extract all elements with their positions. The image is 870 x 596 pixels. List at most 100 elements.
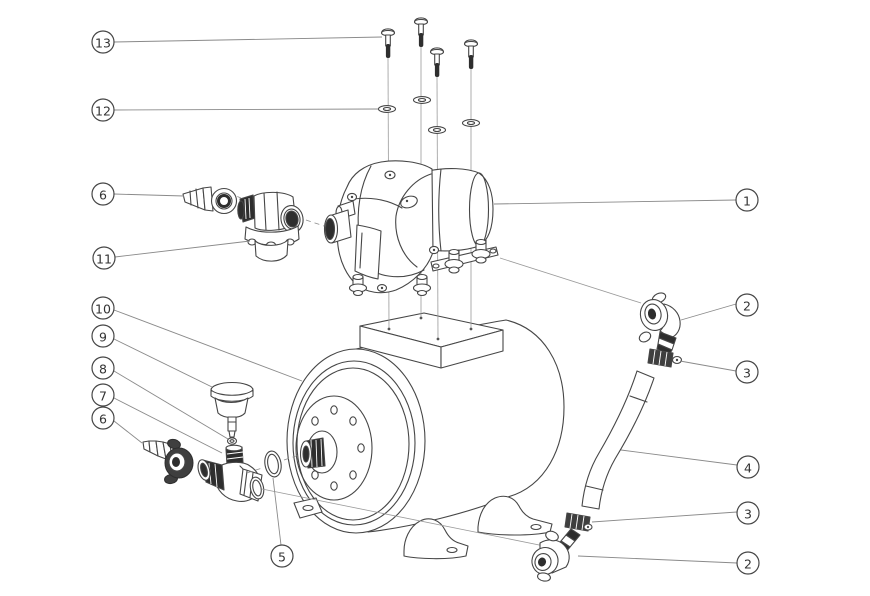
- callout-circle: [92, 246, 116, 270]
- pump-foot: [444, 248, 464, 274]
- callout-2-10: 2: [680, 293, 759, 321]
- hose-illustration: [581, 370, 655, 510]
- callout-3-13: 3: [591, 501, 760, 525]
- callout-6-2: 6: [91, 182, 185, 206]
- leader-line: [114, 240, 251, 258]
- tank-mounting-plate: [359, 312, 504, 369]
- screws-illustration: [380, 17, 479, 77]
- leader-line: [113, 193, 185, 197]
- leader-line: [493, 199, 737, 205]
- leader-line: [113, 397, 223, 454]
- screw: [429, 47, 445, 77]
- accumulator-tank-illustration: [286, 319, 565, 560]
- callout-1-9: 1: [493, 188, 759, 212]
- tank-foot-rear-tab: [293, 497, 323, 519]
- callout-circle: [91, 98, 115, 122]
- tank-foot-front-right: [477, 495, 553, 536]
- pump-switch-box: [354, 224, 382, 280]
- hose-clamp-bottom-illustration: [564, 512, 593, 532]
- callout-label: 2: [743, 299, 751, 314]
- callout-circle: [91, 182, 115, 206]
- callout-4-12: 4: [620, 449, 760, 479]
- elbow-fitting-top-illustration: [638, 292, 681, 356]
- hose-barb-fitting-bottom-illustration: [142, 438, 194, 485]
- callout-circle: [91, 356, 115, 380]
- callout-label: 12: [95, 104, 111, 119]
- screw: [463, 39, 479, 69]
- callout-5-15: 5: [270, 477, 294, 568]
- assembly-axis-lines: [261, 257, 642, 550]
- pump-foot: [348, 273, 368, 297]
- leader-line: [272, 477, 282, 546]
- washers-illustration: [377, 96, 481, 134]
- screw: [413, 17, 429, 47]
- callout-label: 6: [99, 188, 107, 203]
- callout-12-1: 12: [91, 98, 379, 122]
- leader-line: [113, 420, 143, 444]
- callout-circle: [736, 551, 760, 575]
- washer: [461, 119, 481, 127]
- leader-line: [113, 108, 379, 111]
- washer: [427, 126, 447, 134]
- callout-label: 2: [744, 557, 752, 572]
- hose-barb-fitting-top-illustration: [182, 186, 238, 215]
- callout-10-4: 10: [91, 296, 303, 382]
- callout-circle: [735, 360, 759, 384]
- callout-9-5: 9: [91, 324, 213, 388]
- inlet-strainer-illustration: [228, 191, 325, 262]
- leader-line: [113, 338, 213, 388]
- callout-label: 3: [744, 507, 752, 522]
- callout-circle: [91, 30, 115, 54]
- callout-2-14: 2: [577, 551, 760, 575]
- callout-3-11: 3: [679, 360, 759, 384]
- callout-13-0: 13: [91, 30, 383, 54]
- washer: [412, 96, 432, 104]
- leader-line: [680, 303, 737, 321]
- tee-fitting-illustration: [197, 444, 265, 502]
- callout-7-7: 7: [91, 383, 223, 454]
- washer: [377, 105, 397, 113]
- callout-label: 3: [743, 366, 751, 381]
- callout-circle: [91, 296, 115, 320]
- o-ring-illustration: [246, 450, 300, 478]
- pump-illustration: [323, 160, 499, 297]
- callout-label: 6: [99, 412, 107, 427]
- callout-circle: [736, 501, 760, 525]
- tank-foot-front-left: [403, 518, 469, 560]
- leader-line: [113, 36, 383, 43]
- pump-foot: [471, 238, 491, 264]
- leader-line: [577, 555, 738, 564]
- seal-ring-illustration: [226, 437, 238, 445]
- callout-circle: [735, 293, 759, 317]
- pressure-gauge-illustration: [210, 381, 254, 438]
- callout-6-8: 6: [91, 406, 143, 444]
- leader-line: [113, 309, 303, 382]
- leader-line: [113, 370, 229, 440]
- callout-circle: [91, 383, 115, 407]
- leader-line: [679, 360, 737, 372]
- callout-circle: [91, 324, 115, 348]
- leader-line: [591, 511, 738, 523]
- callout-circle: [736, 455, 760, 479]
- callout-label: 10: [95, 302, 111, 317]
- callout-label: 5: [278, 550, 286, 565]
- elbow-fitting-bottom-illustration: [531, 528, 581, 582]
- callout-label: 8: [99, 362, 107, 377]
- screw: [380, 28, 396, 58]
- callout-label: 9: [99, 330, 107, 345]
- callout-label: 7: [99, 389, 107, 404]
- callout-circle: [91, 406, 115, 430]
- callout-circle: [270, 544, 294, 568]
- callout-label: 4: [744, 461, 752, 476]
- callout-circle: [735, 188, 759, 212]
- callout-8-6: 8: [91, 356, 229, 440]
- hose-clamp-top-illustration: [647, 348, 683, 368]
- callout-label: 13: [95, 36, 111, 51]
- callout-label: 11: [96, 252, 112, 267]
- pump-foot: [412, 273, 432, 297]
- leader-line: [620, 449, 738, 466]
- callout-label: 1: [743, 194, 751, 209]
